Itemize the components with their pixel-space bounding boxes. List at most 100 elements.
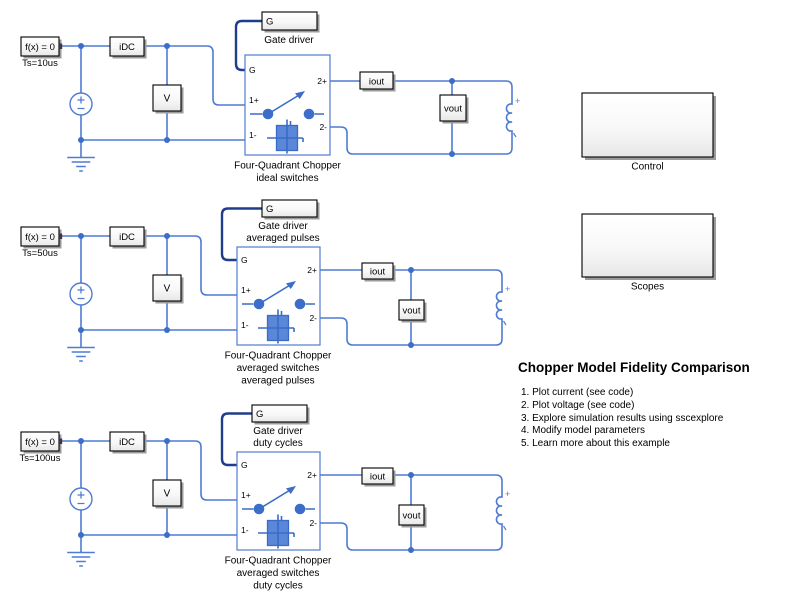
- junction-dot: [78, 327, 84, 333]
- ground-block[interactable]: [67, 551, 95, 567]
- vout-label: vout: [403, 306, 421, 317]
- wire-segment: [61, 440, 238, 501]
- junction-dot: [449, 78, 455, 84]
- idc-label: iDC: [119, 437, 135, 448]
- bridge-cross-icon: [258, 514, 295, 549]
- gate-driver-block[interactable]: G: [251, 404, 310, 425]
- load-loop-wire: [319, 269, 503, 346]
- source-circle-icon: [69, 282, 93, 306]
- annotation-title: Chopper Model Fidelity Comparison: [518, 360, 750, 375]
- annotation-item: 4. Modify model parameters: [521, 425, 645, 436]
- port-label-2plus: 2+: [307, 265, 317, 275]
- chopper-block[interactable]: G 1+ 1- 2+ 2-: [236, 246, 321, 346]
- port-label-g: G: [241, 255, 248, 265]
- idc-sensor-block[interactable]: iDC: [109, 36, 147, 59]
- gate-driver-block[interactable]: G: [261, 199, 320, 220]
- chopper-label: duty cycles: [253, 581, 302, 592]
- chopper-label: averaged switches: [237, 568, 320, 579]
- solver-config-block[interactable]: f(x) = 0: [20, 36, 63, 59]
- inductive-load[interactable]: +: [502, 489, 511, 531]
- port-label-g: G: [249, 65, 256, 75]
- load-loop-wire: [329, 80, 513, 155]
- chopper-label: averaged switches: [237, 363, 320, 374]
- dc-voltage-source-block[interactable]: [69, 487, 93, 511]
- chopper-label: Four-Quadrant Chopper: [234, 161, 341, 172]
- junction-dot: [164, 438, 170, 444]
- solver-config-block[interactable]: f(x) = 0: [20, 226, 63, 249]
- idc-sensor-block[interactable]: iDC: [109, 226, 147, 249]
- inductive-load[interactable]: +: [512, 96, 521, 138]
- annotation-item: 1. Plot current (see code): [521, 387, 633, 398]
- control-subsystem-block[interactable]: [581, 92, 716, 160]
- idc-sensor-block[interactable]: iDC: [109, 431, 147, 454]
- voltage-sensor-block[interactable]: V: [152, 274, 184, 304]
- dc-voltage-source-block[interactable]: [69, 282, 93, 306]
- solver-port-nub: [59, 233, 63, 239]
- junction-dot: [164, 43, 170, 49]
- solver-label: f(x) = 0: [25, 232, 55, 243]
- gate-port-label: G: [256, 409, 263, 420]
- port-label-2minus: 2-: [309, 518, 317, 528]
- load-minus-tick: [502, 525, 507, 531]
- chopper-label: Four-Quadrant Chopper: [225, 556, 332, 567]
- iout-sensor-block[interactable]: iout: [361, 467, 396, 487]
- gate-port-label: G: [266, 17, 273, 28]
- voltage-sensor-label: V: [164, 489, 171, 500]
- gate-driver-label: Gate driver: [253, 426, 303, 437]
- voltage-sensor-label: V: [164, 94, 171, 105]
- port-label-2minus: 2-: [319, 122, 327, 132]
- scopes-subsystem-block[interactable]: [581, 213, 716, 280]
- circuit-row-duty-cycles: f(x) = 0 Ts=100us iDC V G Gate driver du…: [20, 404, 511, 592]
- solver-label: f(x) = 0: [25, 437, 55, 448]
- source-circle-icon: [69, 487, 93, 511]
- load-plus-label: +: [505, 284, 510, 294]
- chopper-block[interactable]: G 1+ 1- 2+ 2-: [236, 451, 321, 551]
- annotation-item: 5. Learn more about this example: [521, 438, 670, 449]
- gate-driver-label: averaged pulses: [246, 233, 319, 244]
- voltage-sensor-block[interactable]: V: [152, 479, 184, 509]
- iout-sensor-block[interactable]: iout: [361, 262, 396, 282]
- port-label-1plus: 1+: [241, 490, 251, 500]
- inductive-load[interactable]: +: [502, 284, 511, 326]
- junction-dot: [408, 472, 414, 478]
- voltage-sensor-block[interactable]: V: [152, 84, 184, 114]
- vout-sensor-block[interactable]: vout: [439, 94, 469, 124]
- iout-sensor-block[interactable]: iout: [359, 71, 396, 92]
- junction-dot: [78, 137, 84, 143]
- switch-contact-icon: [253, 298, 265, 310]
- chopper-block[interactable]: G 1+ 1- 2+ 2-: [244, 54, 331, 156]
- junction-dot: [408, 267, 414, 273]
- chopper-label: averaged pulses: [241, 376, 314, 387]
- junction-dot: [78, 532, 84, 538]
- chopper-label: Four-Quadrant Chopper: [225, 351, 332, 362]
- voltage-sensor-label: V: [164, 284, 171, 295]
- gate-signal-wire: [220, 412, 252, 467]
- iout-label: iout: [369, 77, 385, 88]
- port-label-2plus: 2+: [307, 470, 317, 480]
- port-label-1plus: 1+: [241, 285, 251, 295]
- ground-icon: [67, 551, 95, 567]
- solver-config-block[interactable]: f(x) = 0: [20, 431, 63, 454]
- switch-contact-icon: [253, 503, 265, 515]
- iout-label: iout: [370, 472, 386, 483]
- switch-icon: [242, 283, 315, 305]
- port-label-2minus: 2-: [309, 313, 317, 323]
- wire-segment: [61, 235, 238, 296]
- circuit-row-ideal-switches: f(x) = 0 Ts=10us iDC V G Gate driver G 1…: [20, 11, 521, 184]
- port-label-2plus: 2+: [317, 76, 327, 86]
- idc-label: iDC: [119, 232, 135, 243]
- control-subsystem-label: Control: [631, 162, 663, 173]
- annotation-item: 3. Explore simulation results using ssce…: [521, 413, 724, 424]
- vout-sensor-block[interactable]: vout: [398, 504, 427, 528]
- dc-voltage-source-block[interactable]: [69, 92, 93, 116]
- gate-driver-label: Gate driver: [258, 221, 308, 232]
- gate-driver-block[interactable]: G: [261, 11, 320, 33]
- ground-block[interactable]: [67, 346, 95, 362]
- ground-block[interactable]: [67, 156, 95, 172]
- vout-sensor-block[interactable]: vout: [398, 299, 427, 323]
- gate-signal-wire: [234, 19, 262, 72]
- junction-dot: [78, 233, 84, 239]
- port-label-1plus: 1+: [249, 95, 259, 105]
